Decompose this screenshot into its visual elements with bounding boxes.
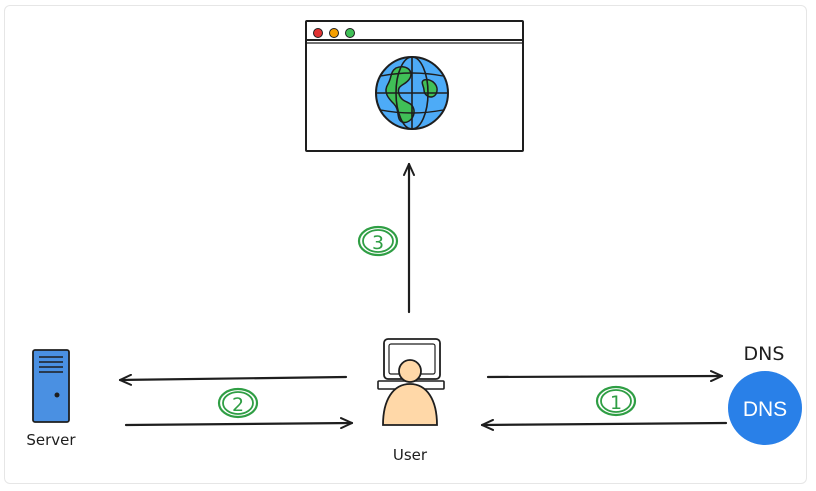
- step-3-number: 3: [372, 232, 384, 254]
- arrow-server-to-user: [124, 417, 354, 430]
- arrow-user-to-server: [118, 373, 348, 386]
- server-icon: [32, 349, 70, 423]
- step-2-badge: 2: [217, 387, 259, 419]
- dns-icon: DNS: [728, 371, 802, 445]
- globe-icon: [375, 56, 449, 130]
- user-icon: [377, 338, 445, 426]
- arrow-dns-to-user: [480, 418, 728, 431]
- arrow-user-to-dns: [486, 370, 724, 383]
- step-2-number: 2: [232, 394, 244, 416]
- window-minimize-dot: [329, 28, 339, 38]
- server-label: Server: [26, 431, 76, 449]
- dns-title: DNS: [744, 343, 785, 365]
- user-label: User: [393, 446, 428, 464]
- step-1-badge: 1: [595, 385, 637, 417]
- dns-badge-label: DNS: [743, 398, 787, 421]
- step-3-badge: 3: [357, 225, 399, 257]
- window-maximize-dot: [345, 28, 355, 38]
- step-1-number: 1: [610, 392, 622, 414]
- window-close-dot: [313, 28, 323, 38]
- browser-window: [305, 20, 524, 152]
